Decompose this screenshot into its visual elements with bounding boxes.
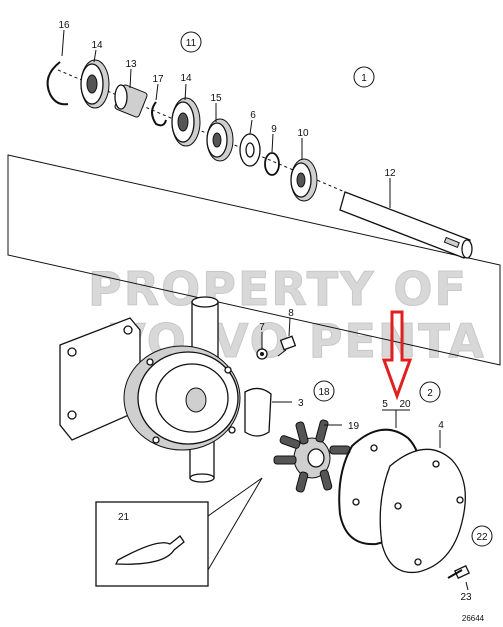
- label-10: 10: [297, 128, 309, 139]
- label-21: 21: [118, 512, 130, 523]
- leader-14a: [93, 49, 97, 63]
- label-14b: 14: [180, 73, 192, 84]
- label-13: 13: [125, 59, 137, 70]
- watermark: PROPERTY OF VOLVO PENTA: [88, 262, 485, 369]
- circled-label-1: 1: [353, 66, 375, 88]
- bearing-14a: [80, 59, 110, 109]
- leader-13: [129, 68, 132, 89]
- label-4: 4: [438, 420, 444, 431]
- label-16: 16: [58, 20, 70, 31]
- leader-14b: [184, 83, 187, 101]
- sleeve-13: [114, 84, 148, 118]
- ring-17: [151, 101, 167, 127]
- screw-23: [447, 564, 470, 580]
- label-3: 3: [298, 398, 304, 409]
- svg-text:18: 18: [318, 387, 330, 398]
- svg-text:11: 11: [186, 38, 197, 49]
- label-8: 8: [288, 308, 294, 319]
- circled-label-11: 11: [180, 31, 202, 53]
- leader-23: [465, 581, 469, 591]
- label-15: 15: [210, 93, 222, 104]
- bearing-14b: [171, 97, 201, 147]
- leader-9: [271, 133, 274, 153]
- label-7: 7: [259, 322, 265, 333]
- label-6: 6: [250, 110, 256, 121]
- svg-text:1: 1: [361, 73, 367, 84]
- impeller-19: [273, 419, 351, 493]
- label-17: 17: [152, 74, 164, 85]
- bearing-15: [206, 118, 234, 162]
- cover-4: [379, 448, 466, 574]
- shaft-assembly-plane: [7, 154, 501, 366]
- shaft-12: [339, 191, 473, 259]
- seal-6: [239, 133, 261, 167]
- circled-label-22: 22: [471, 525, 493, 547]
- o-ring-9: [264, 152, 280, 176]
- label-5: 5: [382, 399, 388, 410]
- label-23: 23: [460, 592, 472, 603]
- screw-8: [277, 335, 297, 357]
- inset-box-21: [95, 477, 263, 587]
- leader-8: [288, 317, 291, 337]
- bearing-10: [290, 158, 318, 202]
- circled-label-18: 18: [313, 380, 335, 402]
- leader-16: [61, 29, 65, 57]
- circlip-16: [46, 61, 69, 106]
- leader-6: [249, 119, 253, 135]
- circled-label-2: 2: [419, 381, 441, 403]
- label-9: 9: [271, 124, 277, 135]
- washer-7: [256, 348, 268, 360]
- svg-text:22: 22: [476, 532, 488, 543]
- watermark-line-1: PROPERTY OF: [88, 262, 468, 316]
- svg-text:2: 2: [427, 388, 433, 399]
- pump-housing: [59, 296, 241, 483]
- cam-3: [244, 387, 272, 437]
- label-20: 20: [399, 399, 411, 410]
- leader-17: [155, 83, 159, 101]
- label-19: 19: [348, 421, 360, 432]
- label-12: 12: [384, 168, 396, 179]
- label-14a: 14: [91, 40, 103, 51]
- highlight-arrow: [381, 310, 413, 401]
- reference-number: 26644: [462, 614, 485, 623]
